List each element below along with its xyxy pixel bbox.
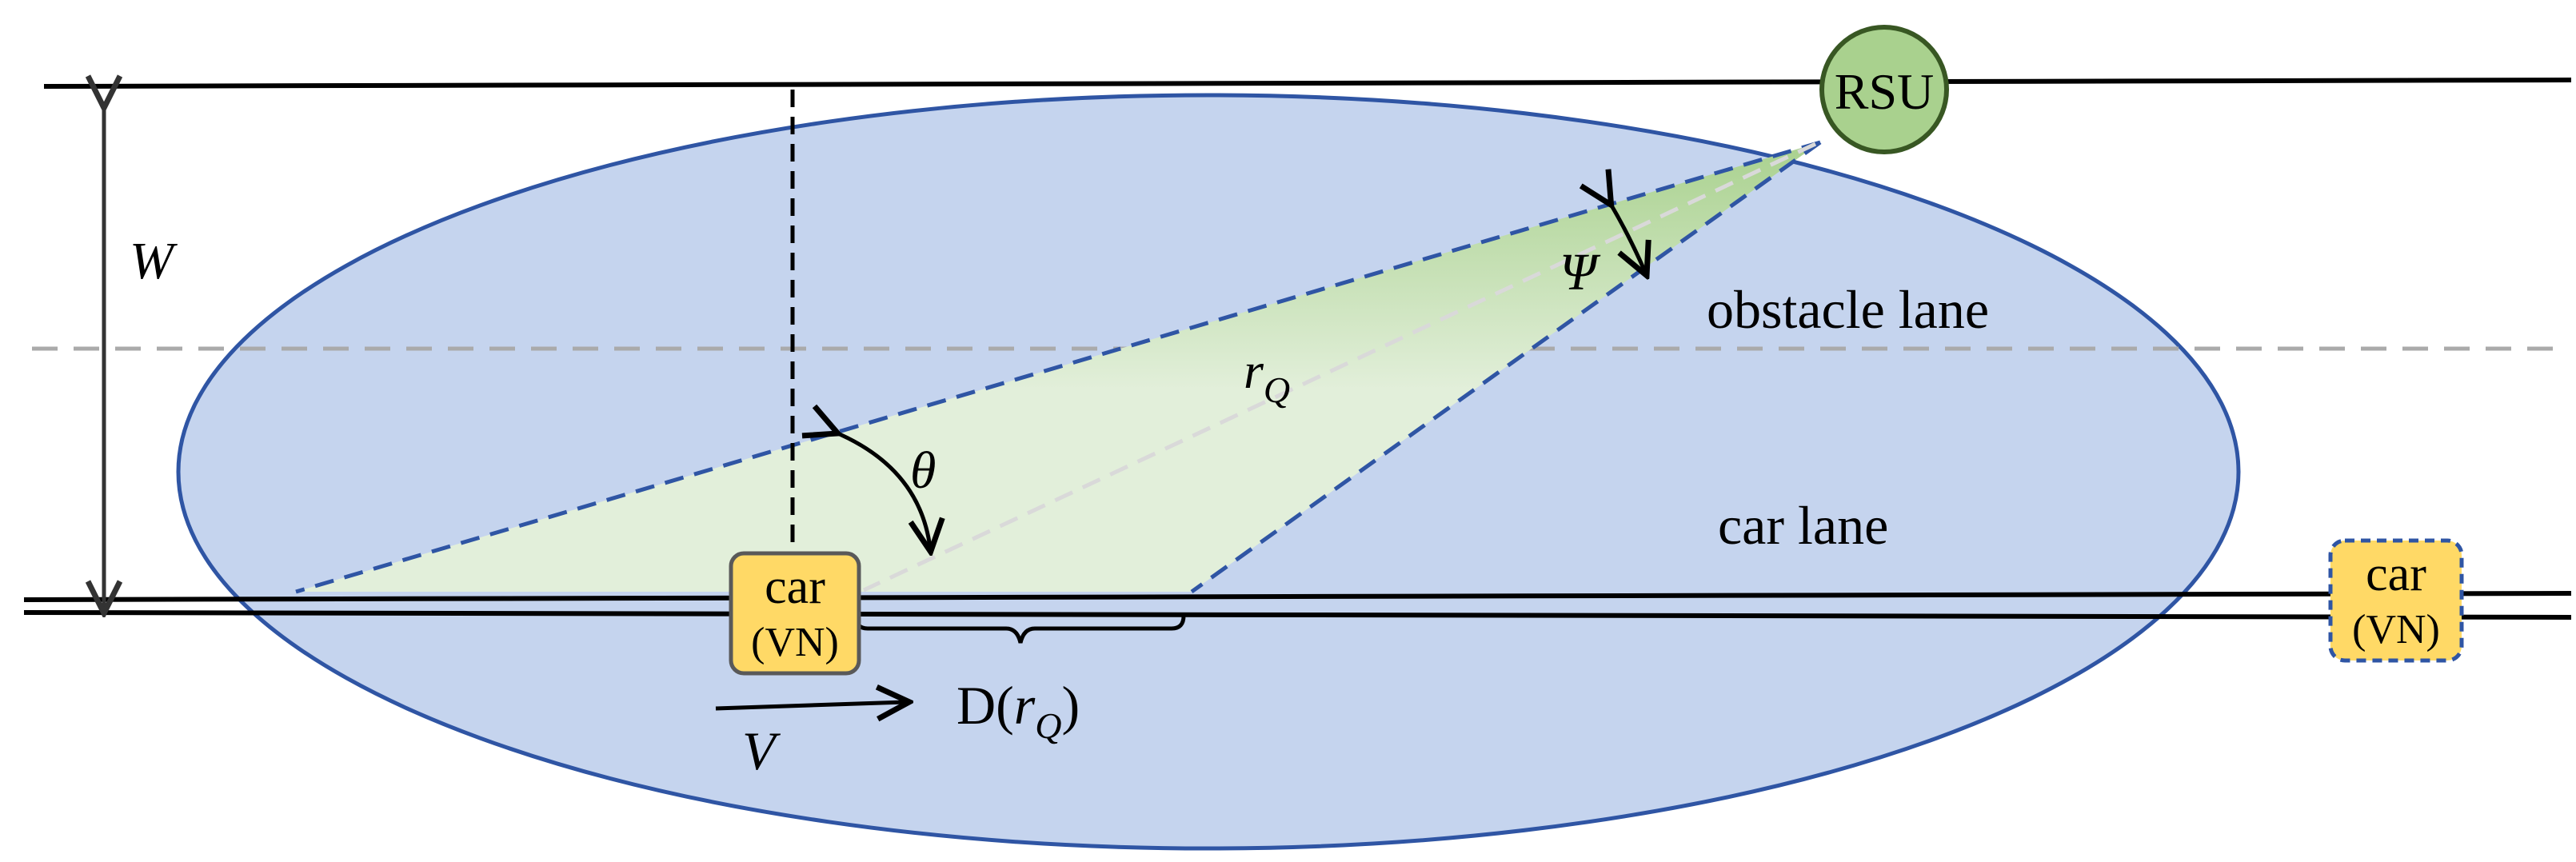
psi-label: Ψ (1560, 243, 1601, 301)
velocity-label: V (742, 720, 781, 781)
distance-label: D(rQ) (957, 675, 1080, 746)
car-box-remote (2328, 538, 2464, 663)
car-vehicle-remote: car (VN) (2328, 538, 2464, 663)
car-label-remote: car (2366, 547, 2426, 601)
beam-center-ray (862, 142, 1817, 593)
theta-label: θ (910, 441, 936, 500)
obstacle-lane-label: obstacle lane (1707, 279, 1989, 340)
car-vehicle: car (VN) (729, 551, 861, 676)
car-lane-label: car lane (1718, 495, 1888, 556)
car-sub-label: (VN) (751, 620, 839, 665)
car-box (729, 551, 861, 676)
rsu-label: RSU (1835, 63, 1935, 120)
width-label: W (130, 232, 178, 290)
road-bottom-edge-1 (23, 591, 2572, 602)
rsu-circle (1819, 25, 1949, 154)
road-bottom-edge-2 (23, 610, 2572, 620)
beam-edge-right (1190, 140, 1822, 594)
rsu-node: RSU (1819, 25, 1949, 154)
car-sub-label-remote: (VN) (2352, 607, 2440, 652)
beam-edge-left (295, 140, 1821, 594)
car-label: car (765, 560, 825, 614)
psi-angle-arc (1609, 202, 1645, 272)
range-label: rQ (1244, 342, 1290, 410)
velocity-arrow (715, 702, 905, 708)
distance-brace (853, 615, 1186, 644)
theta-angle-arc (834, 432, 930, 548)
road-top-edge (43, 78, 2572, 89)
